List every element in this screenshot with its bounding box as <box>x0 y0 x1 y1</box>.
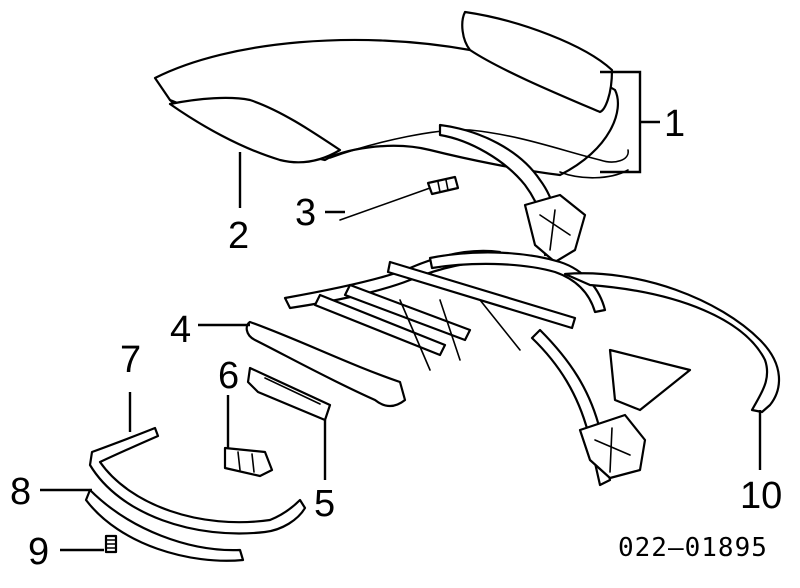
callout-1: 1 <box>664 103 685 145</box>
callout-2: 2 <box>228 215 249 257</box>
weatherstrip-seal-part <box>563 272 781 414</box>
tension-cable-part <box>339 175 460 221</box>
callout-7: 7 <box>120 339 141 381</box>
callout-9: 9 <box>28 531 49 573</box>
callout-3: 3 <box>295 192 316 234</box>
callout-6: 6 <box>218 355 239 397</box>
soft-top-cover-part <box>153 10 629 179</box>
diagram-reference-code: 022–01895 <box>618 533 768 563</box>
callout-8: 8 <box>10 471 31 513</box>
callout-5: 5 <box>314 483 335 525</box>
top-frame-assembly-part <box>283 123 692 487</box>
trim-strip-upper-part <box>88 426 307 535</box>
callout-4: 4 <box>170 309 191 351</box>
hinge-clip-part <box>223 446 274 478</box>
headliner-panel-part <box>168 96 342 164</box>
callout-10: 10 <box>740 475 782 517</box>
bolt-part <box>104 534 118 554</box>
front-header-bow-part <box>245 320 407 408</box>
trim-strip-lower-part <box>84 488 245 562</box>
latch-bracket-part <box>246 366 332 422</box>
leader-lines <box>40 70 762 552</box>
